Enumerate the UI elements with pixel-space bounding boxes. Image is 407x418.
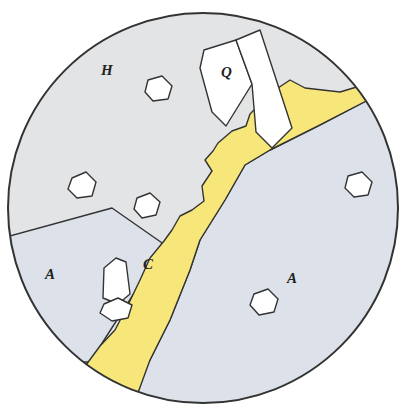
quartz-crystal xyxy=(236,30,292,148)
hexagonal-crystal xyxy=(345,172,372,197)
hexagonal-crystal xyxy=(68,172,96,198)
prismatic-crystal xyxy=(103,258,130,304)
mineral-letter: C xyxy=(143,257,153,272)
hexagonal-crystal xyxy=(134,193,160,218)
mineral-letter: H xyxy=(101,63,113,78)
hexagonal-crystal xyxy=(145,76,172,101)
hexagonal-crystal xyxy=(250,289,278,315)
field-of-view-circle xyxy=(8,13,398,403)
mineral-letter: A xyxy=(45,267,55,282)
calcite-vein xyxy=(80,75,407,418)
mineral-letter: A xyxy=(287,271,297,286)
mineral-letter: Q xyxy=(221,65,232,80)
hexagonal-crystal xyxy=(100,298,132,321)
